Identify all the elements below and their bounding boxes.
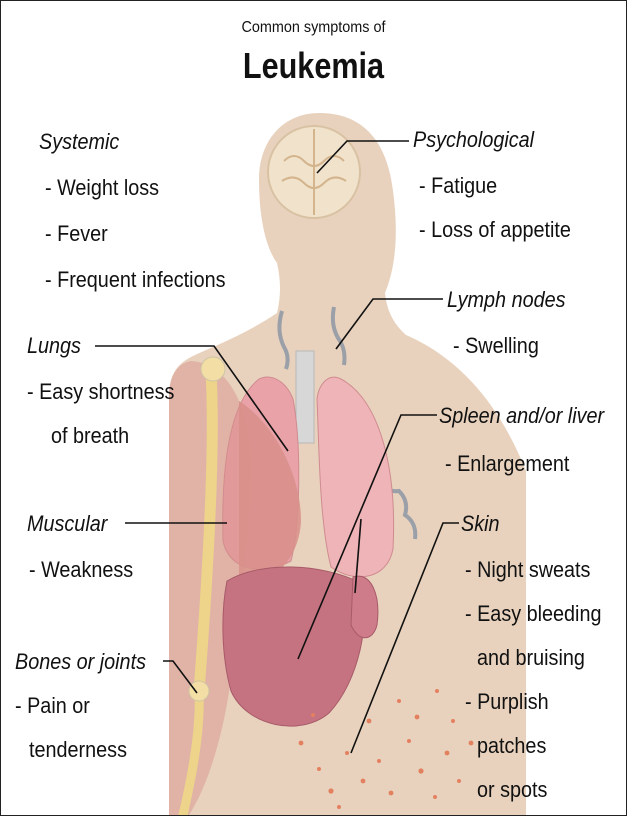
muscular-heading: Muscular <box>27 513 107 535</box>
spleen-item-1: - Enlargement <box>445 453 569 475</box>
lungs-item-1: - Easy shortness <box>27 381 174 403</box>
lungs-heading: Lungs <box>27 335 81 357</box>
bones-item-2: tenderness <box>29 739 127 761</box>
bones-heading: Bones or joints <box>15 651 146 673</box>
systemic-item-2: - Fever <box>45 223 108 245</box>
psychological-item-1: - Fatigue <box>419 175 497 197</box>
spleen-heading: Spleen and/or liver <box>439 405 604 427</box>
trachea <box>296 351 314 443</box>
muscular-item-1: - Weakness <box>29 559 133 581</box>
psychological-heading: Psychological <box>413 129 534 151</box>
skin-item-4: - Purplish <box>465 691 549 713</box>
skin-item-6: or spots <box>477 779 547 801</box>
skin-item-1: - Night sweats <box>465 559 590 581</box>
shoulder-joint <box>201 357 225 381</box>
systemic-heading: Systemic <box>39 131 119 153</box>
bones-item-1: - Pain or <box>15 695 90 717</box>
skin-item-3: and bruising <box>477 647 585 669</box>
skin-item-5: patches <box>477 735 546 757</box>
psychological-item-2: - Loss of appetite <box>419 219 571 241</box>
systemic-item-1: - Weight loss <box>45 177 159 199</box>
skin-item-2: - Easy bleeding <box>465 603 601 625</box>
systemic-item-3: - Frequent infections <box>45 269 225 291</box>
elbow-joint <box>189 681 209 701</box>
diagram-title: Leukemia <box>48 45 579 87</box>
lymph-heading: Lymph nodes <box>447 289 566 311</box>
diagram-subtitle: Common symptoms of <box>32 19 595 37</box>
skin-heading: Skin <box>461 513 500 535</box>
lungs-item-2: of breath <box>51 425 129 447</box>
lymph-item-1: - Swelling <box>453 335 539 357</box>
